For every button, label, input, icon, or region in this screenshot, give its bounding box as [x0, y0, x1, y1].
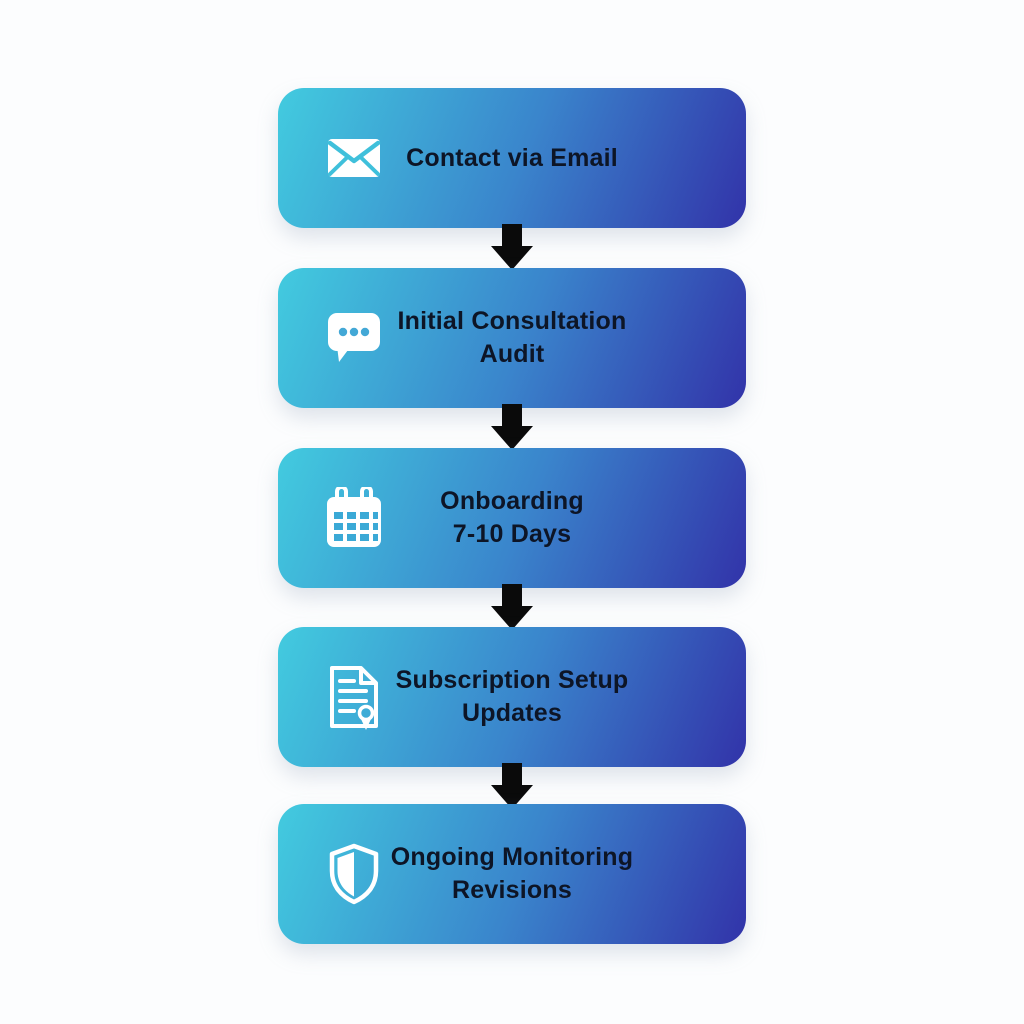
step-label: Subscription Setup Updates	[278, 664, 746, 730]
step-label-line1: Subscription Setup	[395, 666, 629, 694]
down-arrow-icon	[490, 404, 534, 450]
document-certificate-icon	[324, 665, 384, 730]
shield-icon	[324, 842, 384, 906]
step-label: Initial Consultation Audit	[278, 305, 746, 371]
step-label-line2: Revisions	[452, 876, 572, 904]
step-label-line2: Audit	[479, 340, 545, 368]
step-label-line1: Ongoing Monitoring	[390, 843, 634, 871]
calendar-icon	[324, 486, 384, 550]
down-arrow-icon	[490, 763, 534, 809]
step-label-line2: 7-10 Days	[452, 520, 572, 548]
email-icon	[324, 126, 384, 190]
down-arrow-icon	[490, 584, 534, 630]
step-box-ongoing-monitoring: Ongoing Monitoring Revisions	[278, 804, 746, 944]
step-box-initial-consultation: Initial Consultation Audit	[278, 268, 746, 408]
step-label: Onboarding 7-10 Days	[278, 485, 746, 551]
down-arrow-icon	[490, 224, 534, 270]
step-label-line1: Onboarding	[440, 487, 584, 515]
step-box-subscription-setup: Subscription Setup Updates	[278, 627, 746, 767]
step-label-line1: Contact via Email	[406, 143, 618, 172]
step-label: Ongoing Monitoring Revisions	[278, 841, 746, 907]
step-label: Contact via Email	[278, 142, 746, 175]
chat-bubble-icon	[324, 306, 384, 370]
step-box-onboarding: Onboarding 7-10 Days	[278, 448, 746, 588]
step-label-line1: Initial Consultation	[397, 307, 627, 335]
step-label-line2: Updates	[461, 699, 563, 727]
step-box-contact-email: Contact via Email	[278, 88, 746, 228]
